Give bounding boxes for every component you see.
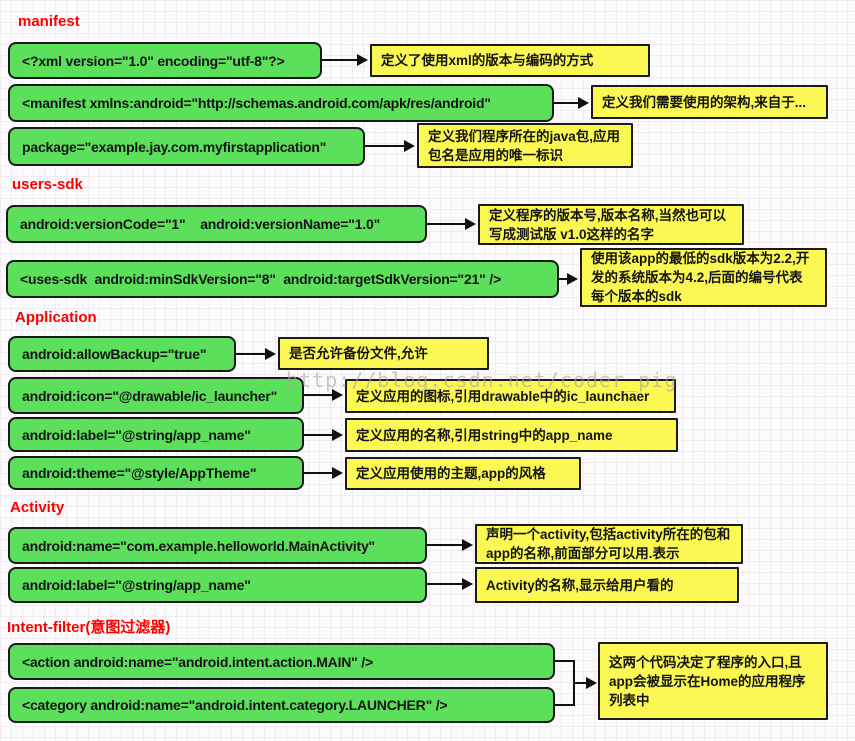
desc-box-label: 定义应用的名称,引用string中的app_name (345, 418, 678, 452)
desc-box-package: 定义我们程序所在的java包,应用包名是应用的唯一标识 (417, 123, 633, 168)
code-box-uses-sdk: <uses-sdk android:minSdkVersion="8" andr… (6, 260, 559, 298)
desc-box-xml-declaration: 定义了使用xml的版本与编码的方式 (370, 44, 650, 77)
desc-box-intent-filter: 这两个代码决定了程序的入口,且app会被显示在Home的应用程序列表中 (598, 642, 828, 720)
section-heading-application: Application (15, 309, 97, 326)
arrow-right-icon (304, 429, 343, 441)
desc-box-theme: 定义应用使用的主题,app的风格 (345, 457, 581, 490)
connector-line (555, 660, 575, 662)
desc-box-icon: 定义应用的图标,引用drawable中的ic_launchaer (345, 379, 676, 413)
arrow-right-icon (236, 348, 276, 360)
arrow-right-icon (427, 218, 476, 230)
code-box-activity-name: android:name="com.example.helloworld.Mai… (8, 527, 427, 564)
code-box-theme: android:theme="@style/AppTheme" (8, 456, 304, 490)
desc-box-activity-name: 声明一个activity,包括activity所在的包和app的名称,前面部分可… (475, 524, 743, 564)
watermark-text: http://blog.csdn.net/coder_pig (286, 368, 678, 392)
code-box-icon: android:icon="@drawable/ic_launcher" (8, 377, 304, 414)
desc-box-uses-sdk: 使用该app的最低的sdk版本为2.2,开发的系统版本为4.2,后面的编号代表每… (580, 248, 827, 307)
section-heading-manifest: manifest (18, 13, 80, 30)
code-box-activity-label: android:label="@string/app_name" (8, 567, 427, 603)
code-box-package: package="example.jay.com.myfirstapplicat… (8, 127, 365, 166)
arrow-right-icon (304, 389, 343, 401)
desc-box-manifest-xmlns: 定义我们需要使用的架构,来自于... (591, 85, 828, 119)
connector-line (555, 704, 575, 706)
section-heading-activity: Activity (10, 499, 65, 516)
code-box-allow-backup: android:allowBackup="true" (8, 336, 236, 372)
arrow-right-icon (559, 273, 578, 285)
desc-box-allow-backup: 是否允许备份文件,允许 (278, 337, 489, 370)
code-box-intent-category: <category android:name="android.intent.c… (8, 687, 555, 723)
arrow-right-icon (554, 97, 589, 109)
code-box-manifest-xmlns: <manifest xmlns:android="http://schemas.… (8, 84, 554, 122)
desc-box-activity-label: Activity的名称,显示给用户看的 (475, 567, 739, 603)
arrow-right-icon (365, 140, 415, 152)
desc-box-version: 定义程序的版本号,版本名称,当然也可以写成测试版 v1.0这样的名字 (478, 204, 744, 245)
arrow-right-icon (427, 539, 473, 551)
code-box-intent-action: <action android:name="android.intent.act… (8, 643, 555, 680)
code-box-label: android:label="@string/app_name" (8, 417, 304, 452)
code-box-version: android:versionCode="1" android:versionN… (6, 205, 427, 243)
arrow-right-icon (427, 578, 473, 590)
arrow-right-icon (304, 467, 343, 479)
code-box-xml-declaration: <?xml version="1.0" encoding="utf-8"?> (8, 42, 322, 79)
arrow-right-icon (573, 677, 597, 689)
section-heading-intent-filter: Intent-filter(意图过滤器) (7, 619, 171, 636)
section-heading-users-sdk: users-sdk (12, 176, 83, 193)
arrow-right-icon (322, 54, 368, 66)
